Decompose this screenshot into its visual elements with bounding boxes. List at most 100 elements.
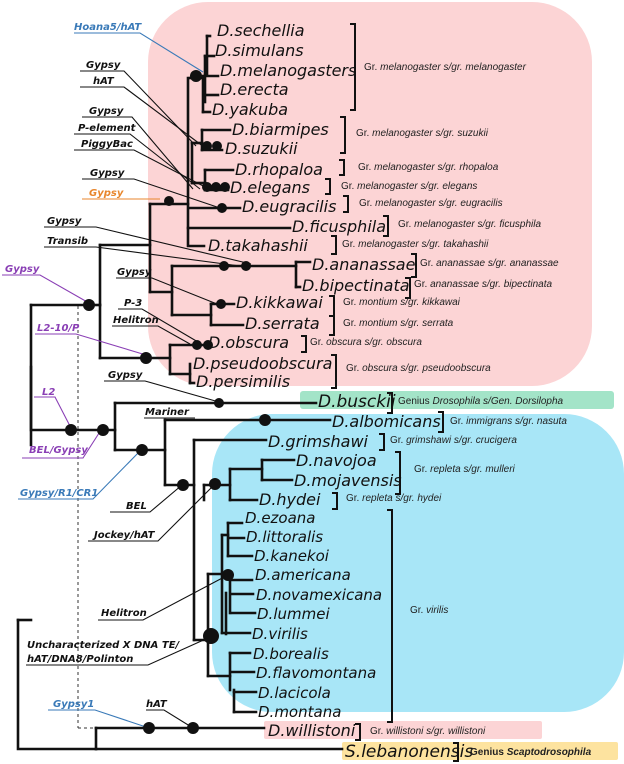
group-label: Gr. virilis (410, 605, 448, 616)
species-label: D.simulans (215, 41, 304, 60)
te-label: Transib (47, 236, 88, 247)
group-bracket (331, 354, 337, 389)
te-insertion-node (216, 299, 226, 309)
te-insertion-node (83, 299, 95, 311)
te-insertion-node (203, 340, 213, 350)
species-label: S.lebanonensis (345, 742, 473, 762)
te-label: Helitron (113, 315, 159, 326)
species-label: D.bipectinata (302, 276, 410, 295)
species-label: D.ficusphila (292, 217, 386, 236)
te-insertion-node (222, 569, 234, 581)
te-leader-line (2, 274, 90, 304)
group-label: Gr. melanogaster s/gr. ficusphila (398, 219, 541, 230)
group-bracket (343, 195, 349, 213)
group-label: Gr. repleta s/gr. hydei (346, 493, 442, 504)
te-insertion-node (190, 70, 202, 82)
species-label: D.willistoni (268, 721, 356, 740)
te-insertion-node (217, 203, 227, 213)
group-bracket (383, 215, 389, 237)
te-insertion-node (211, 182, 221, 192)
te-label: Gypsy1 (53, 699, 94, 710)
clade-box-dorsilopha (300, 391, 614, 409)
te-leader-line (80, 70, 197, 147)
species-label: D.melanogasters (220, 61, 356, 80)
te-leader-line (74, 133, 201, 190)
te-insertion-node (209, 478, 221, 490)
te-leader-line (112, 325, 191, 345)
te-label: Gypsy (117, 267, 152, 278)
species-label: D.eugracilis (242, 197, 336, 216)
species-label: D.littoralis (246, 528, 323, 546)
te-insertion-node (65, 424, 77, 436)
group-bracket (379, 433, 385, 451)
species-label: D.ananassae (312, 255, 416, 274)
group-bracket (395, 451, 401, 495)
species-label: D.montana (258, 703, 341, 721)
group-bracket (329, 315, 335, 336)
species-label: D.ezoana (245, 509, 316, 527)
group-label: Gr. ananassae s/gr. ananassae (420, 258, 559, 269)
te-label: Gypsy (90, 168, 125, 179)
group-label: Gr. montium s/gr. serrata (343, 318, 454, 329)
te-leader-line (48, 709, 150, 729)
species-label: D.persimilis (196, 372, 290, 391)
te-leader-line (74, 149, 210, 190)
te-label: Helitron (101, 608, 147, 619)
group-bracket (411, 253, 417, 278)
species-label: D.borealis (253, 645, 329, 663)
te-label: hAT (146, 699, 168, 710)
species-label: D.kikkawai (236, 293, 323, 312)
species-label: D.hydei (259, 490, 321, 509)
te-label: PiggyBac (81, 139, 133, 150)
group-label: Gr. melanogaster s/gr. melanogaster (364, 62, 527, 73)
group-label: Gr. obscura s/gr. pseudoobscura (346, 363, 491, 374)
species-label: D.busckii (318, 392, 396, 412)
te-insertion-node (192, 340, 202, 350)
species-label: D.flavomontana (256, 664, 376, 682)
te-label: Gypsy (86, 60, 121, 71)
te-leader-line (88, 483, 216, 542)
group-label: Gr. melanogaster s/gr. elegans (341, 181, 477, 192)
te-leader-line (44, 226, 252, 265)
te-leader-line (34, 396, 72, 429)
te-insertion-node (212, 141, 222, 151)
te-insertion-node (97, 424, 109, 436)
group-label: Gr. obscura s/gr. obscura (310, 337, 422, 348)
te-insertion-node (214, 398, 224, 408)
species-label: D.albomicans (332, 412, 441, 431)
group-bracket (438, 411, 444, 433)
te-label: Gypsy/R1/CR1 (20, 488, 98, 499)
te-leader-line (22, 429, 102, 459)
te-label: hAT (93, 76, 115, 87)
te-insertion-node (202, 182, 212, 192)
te-leader-line (18, 449, 142, 500)
clade-box-scaptodrosophila (342, 742, 618, 760)
group-label: Gr. grimshawi s/gr. crucigera (390, 435, 517, 446)
group-label: Gr. melanogaster s/gr. eugracilis (359, 198, 503, 209)
group-bracket (325, 178, 331, 195)
species-label: D.suzukii (225, 139, 298, 158)
species-label: D.obscura (208, 333, 289, 352)
species-label: D.serrata (245, 314, 320, 333)
group-bracket (340, 116, 346, 154)
species-label: D.mojavensis (294, 471, 402, 490)
group-label: Gr. ananassae s/gr. bipectinata (414, 279, 552, 290)
te-label: Gypsy (47, 216, 82, 227)
te-label: BEL/Gypsy (29, 445, 88, 456)
group-label: Genius Scaptodrosophila (470, 747, 592, 758)
group-bracket (332, 492, 338, 510)
te-label: Jockey/hAT (92, 530, 156, 541)
group-bracket (453, 742, 459, 762)
te-insertion-node (203, 628, 219, 644)
te-label: BEL (126, 501, 147, 512)
clade-box-sophophora (148, 2, 592, 386)
te-label: L2 (42, 387, 55, 398)
group-bracket (387, 392, 393, 414)
te-insertion-node (136, 444, 148, 456)
group-label: Gr. immigrans s/gr. nasuta (450, 416, 567, 427)
group-label: Gr. repleta s/gr. mulleri (414, 464, 516, 475)
te-insertion-node (143, 722, 155, 734)
te-label: P-3 (124, 298, 142, 309)
